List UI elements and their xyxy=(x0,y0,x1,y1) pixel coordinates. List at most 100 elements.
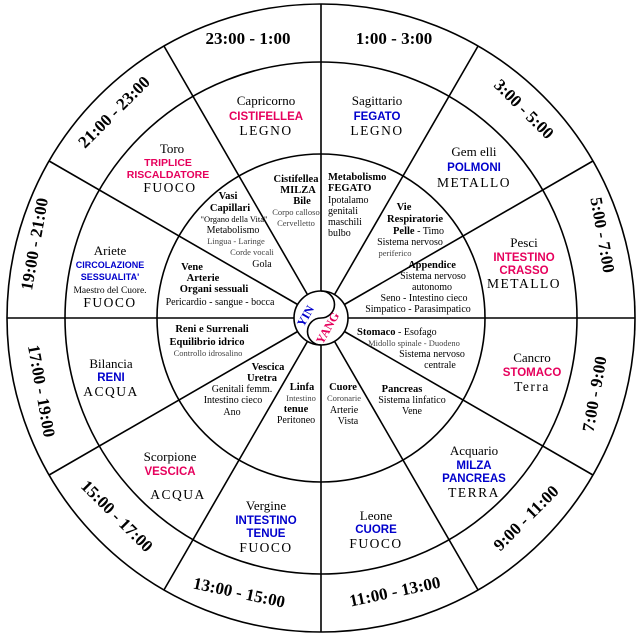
inner-pancreas-3: Vene xyxy=(402,406,423,417)
time-17-19: 17:00 - 19:00 xyxy=(24,343,59,438)
element-bilancia: ACQUA xyxy=(83,384,139,399)
sign-ariete: Ariete xyxy=(94,243,127,258)
inner-tenue-2: Intestino xyxy=(286,393,316,403)
organ-fegato: FEGATO xyxy=(354,111,401,123)
time-21-23: 21:00 - 23:00 xyxy=(74,72,154,152)
inner-stomaco-1: Stomaco - Esofago xyxy=(357,327,437,338)
inner-triplice-4: Metabolismo xyxy=(207,225,260,236)
organ-polmoni: POLMONI xyxy=(447,162,501,174)
inner-stomaco-2: Midollo spinale - Duodeno xyxy=(368,338,460,348)
inner-triplice-3: "Organo della Vita" xyxy=(200,214,267,224)
inner-fegato-4: genitali xyxy=(328,206,358,217)
sign-acquario: Acquario xyxy=(450,443,498,458)
element-cancro: Terra xyxy=(514,379,550,394)
inner-crasso-2: Sistema nervoso xyxy=(400,271,466,282)
inner-cuore-2: Coronarie xyxy=(327,393,361,403)
organ-intestino-crasso-2: CRASSO xyxy=(499,265,548,277)
time-19-21: 19:00 - 21:00 xyxy=(17,196,52,291)
inner-polmoni-5: periferico xyxy=(378,248,411,258)
time-labels: 23:00 - 1:00 1:00 - 3:00 3:00 - 5:00 5:0… xyxy=(17,29,618,612)
organ-pancreas: PANCREAS xyxy=(442,473,506,485)
time-7-9: 7:00 - 9:00 xyxy=(579,355,611,434)
element-capricorno: LEGNO xyxy=(239,123,292,138)
organ-intestino-tenue-2: TENUE xyxy=(247,528,286,540)
inner-fegato-3: Ipotalamo xyxy=(328,195,369,206)
sector-divider xyxy=(48,330,299,476)
inner-triplice-2: Capillari xyxy=(210,203,250,214)
inner-pancreas-2: Sistema linfatico xyxy=(378,395,446,406)
inner-cuore-3: Arterie xyxy=(330,405,359,416)
inner-vescica-1: Vescica xyxy=(252,362,286,373)
time-23-1: 23:00 - 1:00 xyxy=(206,29,291,48)
inner-circ-3: Organi sessuali xyxy=(180,284,249,295)
inner-circ-4: Pericardio - sangue - bocca xyxy=(166,297,275,308)
sector-divider xyxy=(333,45,479,296)
sign-bilancia: Bilancia xyxy=(89,356,133,371)
inner-cist-5: Cervelletto xyxy=(277,218,315,228)
inner-fegato-5: maschili xyxy=(328,217,362,228)
inner-vescica-5: Ano xyxy=(223,407,240,418)
yin-label: YIN xyxy=(294,303,317,329)
sign-sagittario: Sagittario xyxy=(352,93,403,108)
sector-divider xyxy=(343,330,594,476)
element-sagittario: LEGNO xyxy=(350,123,403,138)
time-3-5: 3:00 - 5:00 xyxy=(490,75,558,143)
inner-reni-1: Reni e Surrenali xyxy=(175,324,248,335)
inner-vescica-3: Genitali femm. xyxy=(212,384,273,395)
element-leone: FUOCO xyxy=(349,536,402,551)
inner-cuore-1: Cuore xyxy=(329,382,357,393)
time-11-13: 11:00 - 13:00 xyxy=(348,573,442,611)
inner-cist-1: Cistifellea xyxy=(274,174,320,185)
sector-divider xyxy=(48,160,299,306)
inner-crasso-3: autonomo xyxy=(412,282,452,293)
sign-leone: Leone xyxy=(360,508,393,523)
inner-circ-2: Arterie xyxy=(187,273,220,284)
organ-reni: RENI xyxy=(97,372,124,384)
organ-triplice: TRIPLICE xyxy=(144,157,192,169)
organ-milza: MILZA xyxy=(456,460,491,472)
inner-crasso-4: Seno - Intestino cieco xyxy=(381,293,468,304)
time-5-7: 5:00 - 7:00 xyxy=(586,196,618,275)
element-pesci: METALLO xyxy=(487,276,561,291)
inner-tenue-3: tenue xyxy=(284,404,309,415)
yang-label: YANG xyxy=(313,310,342,347)
inner-triplice-7: Gola xyxy=(252,259,272,270)
element-scorpione: ACQUA xyxy=(150,487,206,502)
inner-tenue-4: Peritoneo xyxy=(277,415,315,426)
element-gemelli: METALLO xyxy=(437,175,511,190)
inner-stomaco-4: centrale xyxy=(424,360,456,371)
inner-triplice-5: Lingua - Laringe xyxy=(207,236,265,246)
inner-triplice-6: Corde vocali xyxy=(230,247,274,257)
inner-crasso-1: Appendice xyxy=(408,260,456,271)
sector-divider xyxy=(333,340,479,591)
sign-scorpione: Scorpione xyxy=(144,449,197,464)
inner-fegato-6: bulbo xyxy=(328,228,351,239)
inner-reni-2: Equilibrio idrico xyxy=(170,337,245,348)
inner-pancreas-1: Pancreas xyxy=(382,384,423,395)
element-acquario: TERRA xyxy=(448,485,500,500)
organ-intestino-crasso-1: INTESTINO xyxy=(493,252,554,264)
time-13-15: 13:00 - 15:00 xyxy=(191,574,286,612)
inner-cuore-4: Vista xyxy=(338,416,359,427)
sector-dividers xyxy=(7,4,635,632)
organ-stomaco: STOMACO xyxy=(503,367,562,379)
inner-triplice-1: Vasi xyxy=(219,191,238,202)
element-toro: FUOCO xyxy=(143,180,196,195)
organ-intestino-tenue-1: INTESTINO xyxy=(235,515,296,527)
inner-cist-4: Corpo calloso xyxy=(272,207,319,217)
element-vergine: FUOCO xyxy=(239,540,292,555)
sign-labels: Capricorno CISTIFELLEA LEGNO Sagittario … xyxy=(73,93,561,555)
inner-stomaco-3: Sistema nervoso xyxy=(399,349,465,360)
time-15-17: 15:00 - 17:00 xyxy=(77,476,157,556)
inner-cist-2: MILZA xyxy=(280,185,316,196)
inner-circ-1: Vene xyxy=(181,262,203,273)
inner-vescica-2: Uretra xyxy=(247,373,278,384)
organ-sessualita: SESSUALITA' xyxy=(81,272,139,282)
inner-polmoni-1: Vie xyxy=(397,202,412,213)
sector-divider xyxy=(163,45,309,296)
organ-cistifellea: CISTIFELLEA xyxy=(229,111,303,123)
sign-gemelli: Gem elli xyxy=(451,144,497,159)
inner-polmoni-4: Sistema nervoso xyxy=(377,237,443,248)
sign-toro: Toro xyxy=(160,141,184,156)
